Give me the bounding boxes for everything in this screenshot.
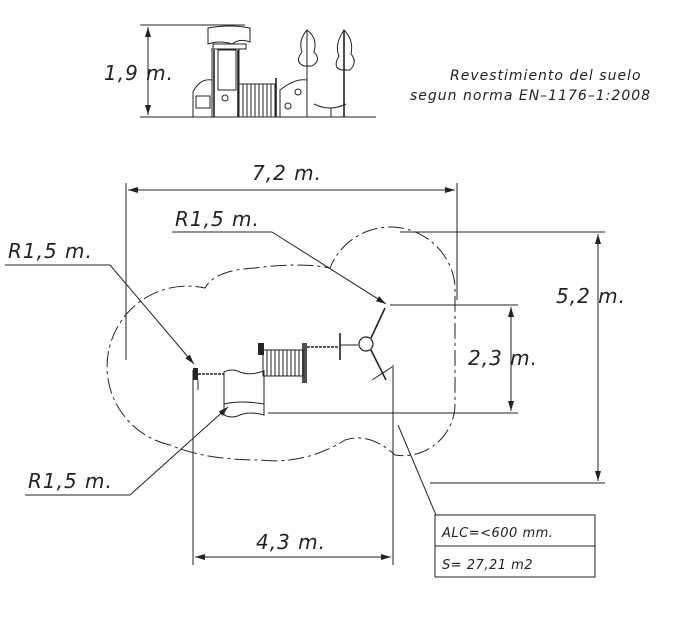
depth-label: 5,2 m. bbox=[556, 284, 626, 308]
equipment-plan bbox=[193, 307, 393, 418]
radius-bottom-label: R1,5 m. bbox=[28, 469, 113, 493]
inner-depth-label: 2,3 m. bbox=[468, 346, 538, 370]
radius-left-label: R1,5 m. bbox=[8, 239, 93, 263]
floor-covering-note-line1: Revestimiento del suelo bbox=[450, 68, 642, 84]
radius-top-label: R1,5 m. bbox=[175, 207, 260, 231]
safety-zone-outline bbox=[106, 226, 456, 462]
radius-leader-left: R1,5 m. bbox=[5, 239, 195, 365]
width-label: 7,2 m. bbox=[252, 161, 322, 185]
radius-leader-bottom: R1,5 m. bbox=[25, 406, 229, 496]
radius-leader-top: R1,5 m. bbox=[172, 207, 387, 305]
floor-covering-note-line2: segun norma EN–1176–1:2008 bbox=[410, 88, 651, 104]
plan-view: 7,2 m. 5,2 m. 2,3 m. 4,3 m. bbox=[5, 161, 626, 578]
elevation-view: Revestimiento del suelo segun norma EN–1… bbox=[104, 24, 651, 118]
height-label: 1,9 m. bbox=[104, 61, 174, 85]
info-table: ALC=<600 mm. S= 27,21 m2 bbox=[397, 424, 596, 578]
surface-area-value: S= 27,21 m2 bbox=[442, 558, 533, 573]
inner-width-label: 4,3 m. bbox=[256, 530, 326, 554]
max-height-value: ALC=<600 mm. bbox=[441, 526, 553, 541]
